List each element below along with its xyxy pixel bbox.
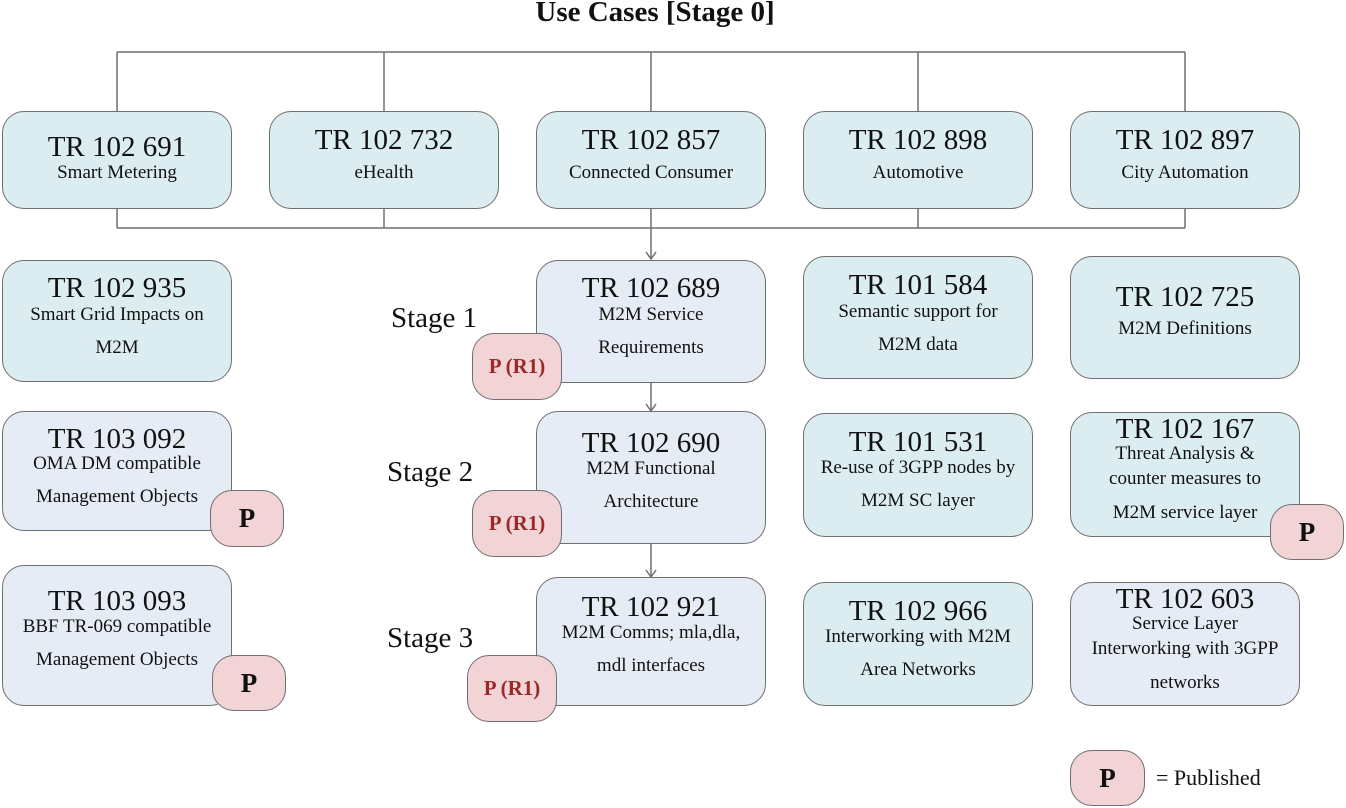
box-desc: M2M data [878, 334, 958, 355]
box-code: TR 101 531 [848, 426, 988, 458]
doc-box-area-networks: TR 102 966 Interworking with M2M Area Ne… [803, 582, 1033, 706]
doc-box-m2m-definitions: TR 102 725 M2M Definitions [1070, 256, 1300, 379]
box-desc: Semantic support for [838, 301, 998, 322]
diagram-title: Use Cases [Stage 0] [535, 0, 775, 28]
box-desc: M2M Definitions [1118, 318, 1252, 339]
box-desc: Requirements [598, 337, 704, 358]
box-desc: Interworking with 3GPP [1091, 638, 1279, 659]
box-code: TR 102 898 [848, 124, 988, 156]
box-code: TR 103 093 [47, 585, 187, 617]
box-desc: Re-use of 3GPP nodes by [820, 457, 1016, 478]
doc-box-3gpp-reuse: TR 101 531 Re-use of 3GPP nodes by M2M S… [803, 413, 1033, 537]
box-desc: City Automation [1121, 162, 1249, 183]
box-desc: networks [1150, 672, 1220, 693]
box-desc: Threat Analysis & [1115, 443, 1255, 464]
box-code: TR 102 725 [1115, 281, 1255, 313]
box-code: TR 102 966 [848, 595, 988, 627]
box-desc: Automotive [872, 162, 964, 183]
doc-box-oma-dm: TR 103 092 OMA DM compatible Management … [2, 411, 232, 531]
box-desc: Management Objects [36, 486, 198, 507]
published-badge-bbf-tr069: P [212, 655, 286, 711]
stage-1-label: Stage 1 [391, 302, 478, 334]
box-desc: M2M Service [598, 304, 704, 325]
box-desc: Connected Consumer [568, 162, 734, 183]
box-code: TR 102 921 [581, 591, 721, 623]
legend-text: = Published [1156, 765, 1261, 790]
doc-box-3gpp-interworking: TR 102 603 Service Layer Interworking wi… [1070, 582, 1300, 706]
box-code: TR 102 689 [581, 272, 721, 304]
doc-box-threat-analysis: TR 102 167 Threat Analysis & counter mea… [1070, 412, 1300, 537]
box-desc: M2M service layer [1112, 502, 1258, 523]
box-desc: mdl interfaces [596, 655, 706, 676]
box-desc: Architecture [603, 491, 699, 512]
box-desc: Area Networks [860, 659, 976, 680]
stage-2-box: TR 102 690 M2M Functional Architecture [536, 411, 766, 544]
box-desc: M2M Comms; mla,dla, [561, 622, 741, 643]
box-code: TR 102 691 [47, 131, 187, 163]
box-desc: eHealth [354, 162, 414, 183]
box-desc: Management Objects [36, 649, 198, 670]
box-desc: counter measures to [1109, 468, 1261, 489]
use-case-ehealth: TR 102 732 eHealth [269, 111, 499, 209]
stage-3-box: TR 102 921 M2M Comms; mla,dla, mdl inter… [536, 577, 766, 706]
doc-box-smart-grid: TR 102 935 Smart Grid Impacts on M2M [2, 260, 232, 382]
published-badge-stage-2: P (R1) [472, 490, 562, 557]
published-badge-oma-dm: P [210, 490, 284, 547]
stage-1-box: TR 102 689 M2M Service Requirements [536, 260, 766, 383]
box-desc: M2M SC layer [861, 490, 975, 511]
box-code: TR 102 935 [47, 272, 187, 304]
box-desc: Service Layer [1131, 613, 1239, 634]
box-desc: Smart Grid Impacts on [30, 304, 204, 325]
box-code: TR 102 603 [1115, 583, 1255, 615]
use-case-automotive: TR 102 898 Automotive [803, 111, 1033, 209]
stage-2-label: Stage 2 [387, 456, 474, 488]
published-badge-stage-1: P (R1) [472, 333, 562, 400]
published-badge-threat-analysis: P [1270, 504, 1344, 560]
use-case-smart-metering: TR 102 691 Smart Metering [2, 111, 232, 209]
box-desc: Smart Metering [57, 162, 177, 183]
box-desc: M2M Functional [586, 458, 716, 479]
box-desc: OMA DM compatible [33, 453, 201, 474]
doc-box-semantic-support: TR 101 584 Semantic support for M2M data [803, 256, 1033, 379]
published-badge-stage-3: P (R1) [467, 655, 557, 722]
legend-published-badge: P [1070, 750, 1145, 806]
box-code: TR 103 092 [47, 423, 187, 455]
use-case-connected-consumer: TR 102 857 Connected Consumer [536, 111, 766, 209]
box-desc: Interworking with M2M [825, 626, 1011, 647]
box-code: TR 102 732 [314, 124, 454, 156]
use-case-city-automation: TR 102 897 City Automation [1070, 111, 1300, 209]
stage-3-label: Stage 3 [387, 622, 474, 654]
box-desc: M2M [95, 337, 139, 358]
doc-box-bbf-tr069: TR 103 093 BBF TR-069 compatible Managem… [2, 565, 232, 706]
box-code: TR 102 897 [1115, 124, 1255, 156]
box-code: TR 102 690 [581, 427, 721, 459]
box-desc: BBF TR-069 compatible [22, 616, 212, 637]
box-code: TR 102 857 [581, 124, 721, 156]
box-code: TR 101 584 [848, 269, 988, 301]
box-code: TR 102 167 [1115, 413, 1255, 445]
